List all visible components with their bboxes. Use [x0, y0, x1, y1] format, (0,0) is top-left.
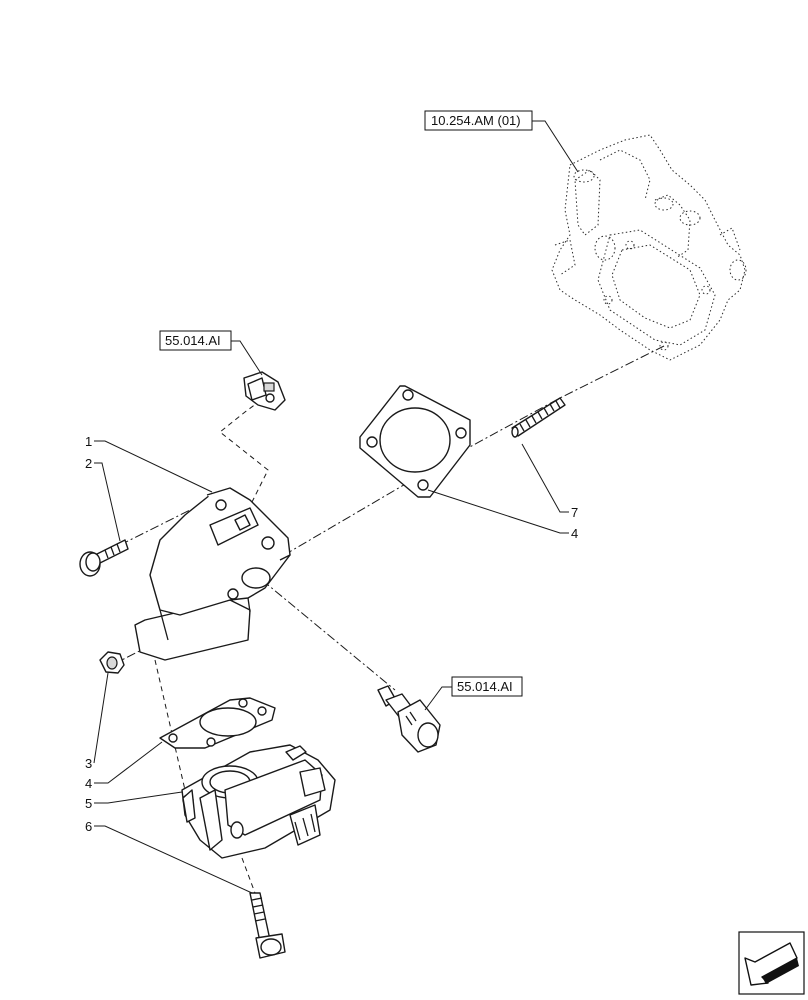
ref-upper-sensor-label: 55.014.AI: [165, 333, 221, 348]
callout-7: 7: [571, 505, 578, 520]
assembly-axis-lower-sensor: [261, 579, 396, 691]
assembly-axis-upper-sensor: [219, 394, 269, 531]
cap-screw: [249, 892, 286, 959]
callout-2: 2: [85, 456, 92, 471]
assembly-axis-left-stud: [154, 659, 186, 791]
ref-upper-sensor-box[interactable]: 55.014.AI: [159, 330, 232, 351]
lower-sensor: [377, 685, 441, 753]
ref-engine-label: 10.254.AM (01): [431, 113, 521, 128]
callout-7-leader: [521, 443, 569, 513]
ref-lower-sensor-leader: [424, 686, 452, 711]
bolt: [79, 539, 129, 577]
gasket-lower: [159, 697, 276, 749]
nut: [99, 651, 125, 674]
callout-4-upper: 4: [571, 526, 578, 541]
throttle-body: [181, 744, 336, 859]
ref-lower-sensor-box[interactable]: 55.014.AI: [451, 676, 523, 697]
gasket-upper: [359, 385, 471, 498]
stud: [511, 397, 566, 438]
assembly-axis-main: [261, 345, 665, 569]
callout-5-leader: [94, 791, 183, 804]
callout-4-lower: 4: [85, 776, 92, 791]
callout-2-leader: [94, 462, 121, 542]
callout-6-leader: [94, 825, 253, 894]
direction-arrow-icon: [738, 931, 805, 995]
callout-6: 6: [85, 819, 92, 834]
callout-1: 1: [85, 434, 92, 449]
ref-engine-leader: [532, 120, 579, 173]
ref-upper-sensor-leader: [231, 340, 263, 376]
assembly-axis-cap-screw: [241, 857, 256, 894]
callout-4-upper-leader: [427, 489, 569, 534]
callout-1-leader: [94, 440, 213, 493]
assembly-axis-bolt: [119, 509, 191, 546]
ref-lower-sensor-label: 55.014.AI: [457, 679, 513, 694]
callout-5: 5: [85, 796, 92, 811]
intake-housing: [134, 487, 291, 661]
upper-sensor: [243, 371, 286, 411]
callout-3-leader: [93, 672, 109, 764]
ref-engine-box[interactable]: 10.254.AM (01): [424, 110, 533, 131]
engine-block-outline: [551, 134, 747, 361]
callout-4-lower-leader: [94, 741, 163, 784]
callout-3: 3: [85, 756, 92, 771]
